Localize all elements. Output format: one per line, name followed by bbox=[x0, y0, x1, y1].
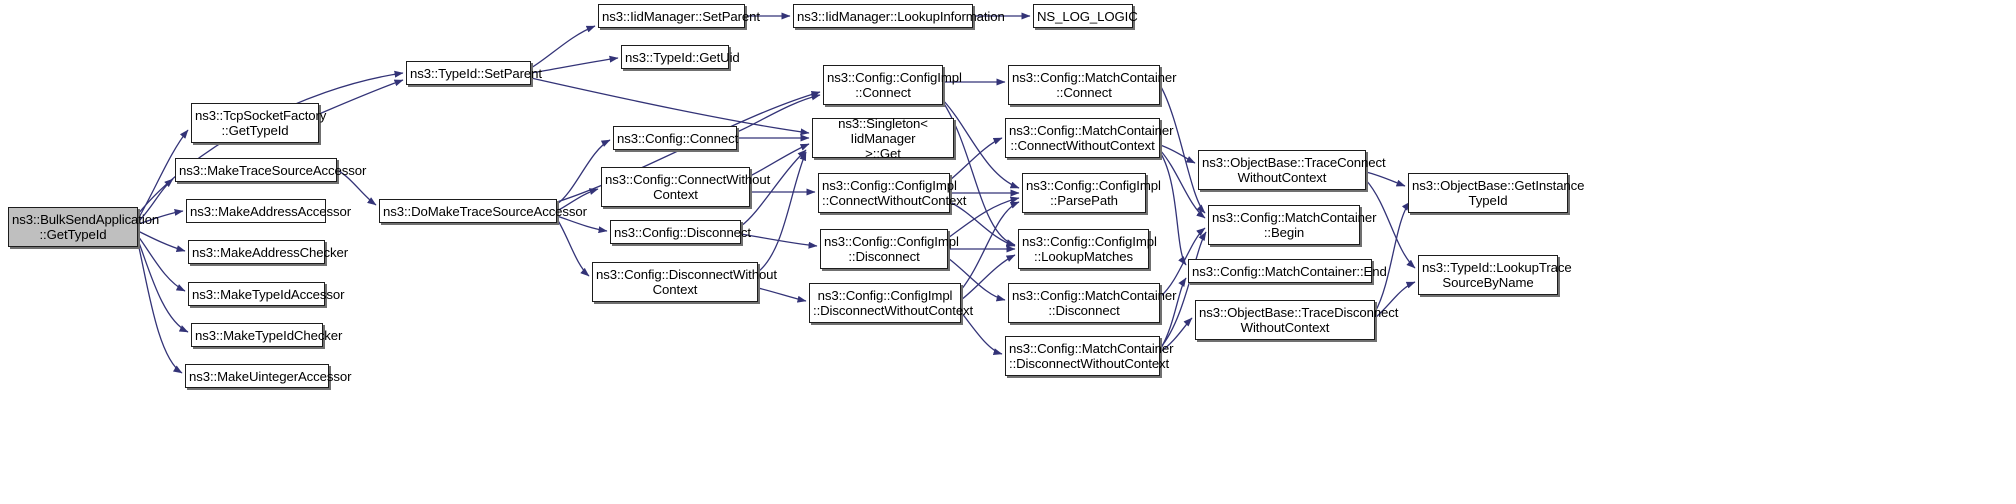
call-edge bbox=[960, 201, 1020, 291]
graph-node-label: ns3::TypeId::LookupTrace SourceByName bbox=[1422, 260, 1572, 290]
graph-node-label: ns3::IidManager::LookupInformation bbox=[797, 8, 1005, 24]
graph-node-label: ns3::ObjectBase::TraceDisconnect Without… bbox=[1199, 305, 1399, 335]
graph-node[interactable]: ns3::DoMakeTraceSourceAccessor bbox=[379, 199, 587, 223]
graph-node-label: ns3::Config::Disconnect bbox=[614, 224, 751, 240]
graph-node[interactable]: NS_LOG_LOGIC bbox=[1033, 4, 1138, 28]
graph-node-label: ns3::Config::ConfigImpl ::Disconnect bbox=[824, 234, 959, 264]
graph-node[interactable]: ns3::IidManager::LookupInformation bbox=[793, 4, 1005, 28]
graph-node-label: ns3::Singleton< IidManager >::Get bbox=[838, 115, 928, 161]
graph-node[interactable]: ns3::Config::ConfigImpl ::DisconnectWith… bbox=[809, 283, 974, 323]
graph-node[interactable]: ns3::Config::MatchContainer ::Connect bbox=[1008, 65, 1177, 105]
graph-node-root[interactable]: ns3::BulkSendApplication ::GetTypeId bbox=[8, 207, 160, 247]
call-edge bbox=[1159, 144, 1196, 164]
call-edge bbox=[137, 235, 186, 292]
call-edge bbox=[949, 201, 1016, 247]
graph-node[interactable]: ns3::Config::ConfigImpl ::ParsePath bbox=[1022, 173, 1161, 213]
graph-node-label: ns3::MakeUintegerAccessor bbox=[189, 368, 352, 384]
graph-node[interactable]: ns3::Config::MatchContainer ::Disconnect bbox=[1008, 283, 1177, 323]
call-edge bbox=[556, 218, 590, 277]
graph-node-label: ns3::Config::ConnectWithout Context bbox=[605, 172, 771, 202]
call-edge bbox=[1159, 151, 1187, 266]
graph-node[interactable]: ns3::MakeTraceSourceAccessor bbox=[175, 158, 367, 182]
graph-node-label: ns3::Config::MatchContainer ::ConnectWit… bbox=[1009, 123, 1174, 153]
graph-node[interactable]: ns3::MakeTypeIdAccessor bbox=[188, 282, 345, 306]
graph-node-label: ns3::Config::MatchContainer ::Disconnect bbox=[1012, 288, 1177, 318]
graph-node-label: ns3::Config::Connect bbox=[617, 130, 739, 146]
graph-node[interactable]: ns3::TcpSocketFactory ::GetTypeId bbox=[191, 103, 327, 143]
call-edge bbox=[960, 311, 1003, 356]
graph-node[interactable]: ns3::Config::MatchContainer ::ConnectWit… bbox=[1005, 118, 1174, 158]
graph-node-label: ns3::Config::ConfigImpl ::ConnectWithout… bbox=[822, 178, 967, 208]
graph-node[interactable]: ns3::MakeAddressChecker bbox=[188, 240, 349, 264]
graph-node[interactable]: ns3::TypeId::GetUid bbox=[621, 45, 740, 69]
call-edge bbox=[1374, 201, 1411, 313]
graph-node[interactable]: ns3::ObjectBase::GetInstance TypeId bbox=[1408, 173, 1585, 213]
graph-node[interactable]: ns3::TypeId::SetParent bbox=[406, 61, 542, 85]
call-edge bbox=[1159, 84, 1206, 214]
graph-node[interactable]: ns3::Config::MatchContainer::End bbox=[1188, 259, 1387, 283]
graph-node-label: ns3::Config::DisconnectWithout Context bbox=[596, 267, 777, 297]
graph-node-label: ns3::ObjectBase::GetInstance TypeId bbox=[1412, 178, 1585, 208]
graph-node[interactable]: ns3::ObjectBase::TraceConnect WithoutCon… bbox=[1198, 150, 1386, 190]
call-edge bbox=[757, 287, 807, 303]
graph-node[interactable]: ns3::Config::MatchContainer ::Disconnect… bbox=[1005, 336, 1174, 376]
graph-node-label: ns3::Config::MatchContainer ::Begin bbox=[1212, 210, 1377, 240]
graph-node-label: ns3::ObjectBase::TraceConnect WithoutCon… bbox=[1202, 155, 1386, 185]
graph-node-label: ns3::BulkSendApplication ::GetTypeId bbox=[12, 212, 160, 242]
graph-node[interactable]: ns3::Config::ConfigImpl ::Disconnect bbox=[820, 229, 959, 269]
call-edge bbox=[949, 137, 1003, 181]
call-edge bbox=[137, 242, 183, 374]
graph-node[interactable]: ns3::ObjectBase::TraceDisconnect Without… bbox=[1195, 300, 1399, 340]
call-edge bbox=[530, 25, 596, 69]
call-edge bbox=[740, 233, 818, 249]
call-edge bbox=[137, 70, 404, 215]
graph-node[interactable]: ns3::Config::ConnectWithout Context bbox=[601, 167, 771, 207]
graph-node[interactable]: ns3::MakeAddressAccessor bbox=[186, 199, 352, 223]
call-edge bbox=[530, 77, 810, 136]
graph-node-label: ns3::Config::ConfigImpl ::Connect bbox=[827, 70, 962, 100]
graph-node-label: ns3::TypeId::SetParent bbox=[410, 65, 542, 81]
graph-node[interactable]: ns3::Config::ConfigImpl ::ConnectWithout… bbox=[818, 173, 967, 213]
graph-node-label: ns3::IidManager::SetParent bbox=[602, 8, 760, 24]
graph-node[interactable]: ns3::MakeTypeIdChecker bbox=[191, 323, 343, 347]
graph-node[interactable]: ns3::Config::MatchContainer ::Begin bbox=[1208, 205, 1377, 245]
graph-node-label: ns3::Config::MatchContainer::End bbox=[1192, 263, 1387, 279]
call-edge bbox=[318, 79, 404, 115]
call-edge bbox=[960, 254, 1016, 301]
call-edge bbox=[740, 149, 807, 227]
graph-node-label: ns3::Config::MatchContainer ::Disconnect… bbox=[1009, 341, 1174, 371]
graph-node-label: ns3::Config::ConfigImpl ::LookupMatches bbox=[1022, 234, 1157, 264]
graph-node[interactable]: ns3::Config::Disconnect bbox=[610, 220, 751, 244]
graph-node[interactable]: ns3::Config::DisconnectWithout Context bbox=[592, 262, 777, 302]
call-edge bbox=[137, 230, 186, 252]
graph-node-label: ns3::TcpSocketFactory ::GetTypeId bbox=[195, 108, 327, 138]
graph-node-label: ns3::Config::ConfigImpl ::ParsePath bbox=[1026, 178, 1161, 208]
graph-node[interactable]: ns3::Config::ConfigImpl ::Connect bbox=[823, 65, 962, 105]
graph-node-label: ns3::Config::ConfigImpl ::DisconnectWith… bbox=[813, 288, 974, 318]
graph-node-label: ns3::MakeTypeIdAccessor bbox=[192, 286, 345, 302]
graph-node[interactable]: ns3::MakeUintegerAccessor bbox=[185, 364, 352, 388]
graph-node-label: ns3::MakeAddressChecker bbox=[192, 244, 349, 260]
graph-node-label: ns3::MakeTypeIdChecker bbox=[195, 327, 343, 343]
call-edge bbox=[736, 93, 821, 133]
graph-node-label: NS_LOG_LOGIC bbox=[1037, 8, 1138, 24]
call-edge bbox=[137, 239, 189, 333]
graph-node[interactable]: ns3::IidManager::SetParent bbox=[598, 4, 760, 28]
graph-node[interactable]: ns3::Singleton< IidManager >::Get bbox=[812, 115, 954, 161]
call-edge bbox=[1365, 171, 1406, 187]
graph-node-label: ns3::Config::MatchContainer ::Connect bbox=[1012, 70, 1177, 100]
graph-node[interactable]: ns3::Config::ConfigImpl ::LookupMatches bbox=[1018, 229, 1157, 269]
graph-node-label: ns3::DoMakeTraceSourceAccessor bbox=[383, 203, 587, 219]
graph-node[interactable]: ns3::TypeId::LookupTrace SourceByName bbox=[1418, 255, 1572, 295]
call-edge bbox=[757, 151, 807, 273]
graph-node-label: ns3::MakeAddressAccessor bbox=[190, 203, 352, 219]
call-edge bbox=[530, 55, 619, 74]
graph-node-label: ns3::TypeId::GetUid bbox=[625, 49, 740, 65]
graph-node[interactable]: ns3::Config::Connect bbox=[613, 126, 739, 150]
graph-node-label: ns3::MakeTraceSourceAccessor bbox=[179, 162, 367, 178]
